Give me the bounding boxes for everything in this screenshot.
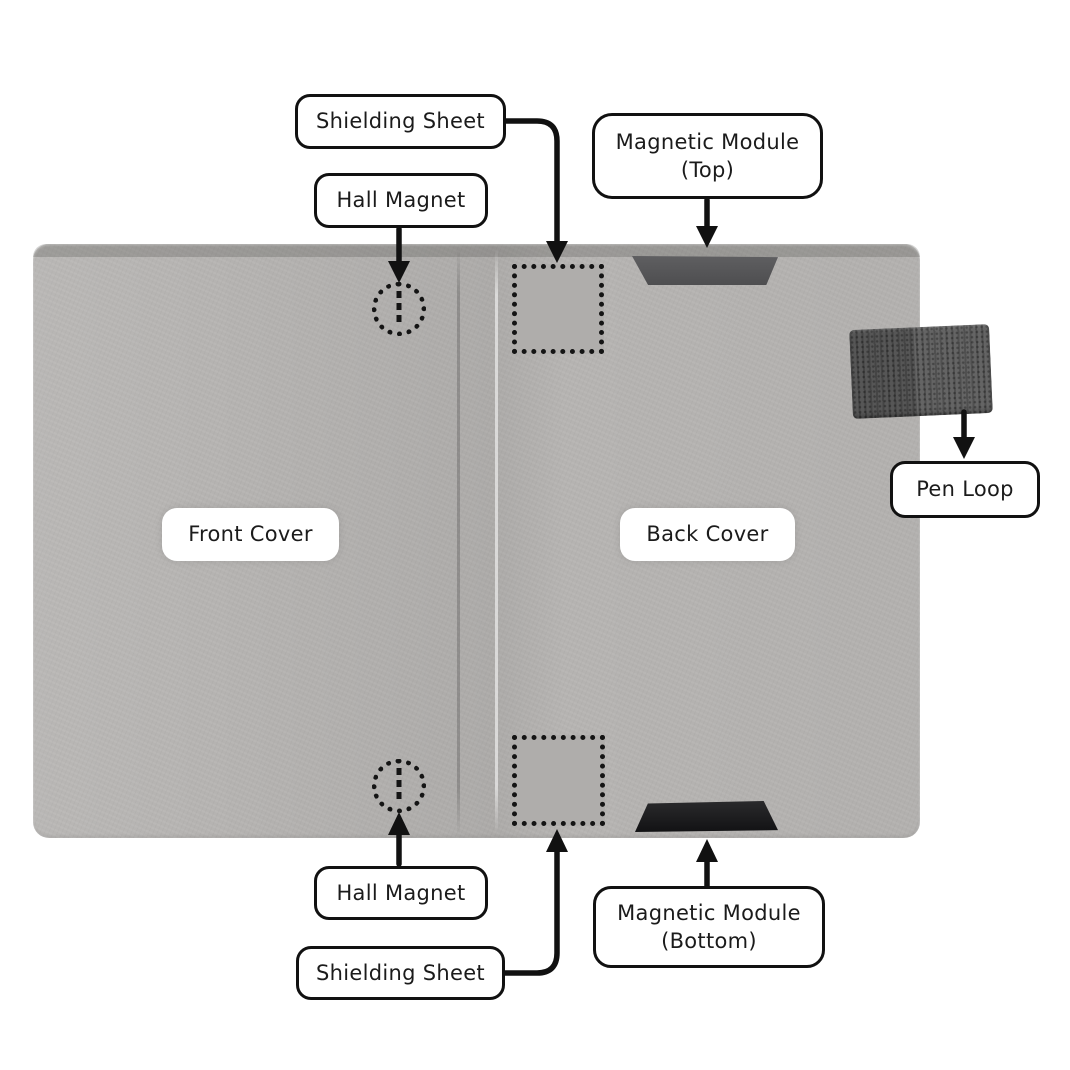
shielding-sheet-bottom-connector <box>502 829 568 976</box>
shielding-sheet-marker-top <box>512 264 604 354</box>
hall-magnet-top-label: Hall Magnet <box>314 173 488 228</box>
magnetic-module-bottom-label-line2: (Bottom) <box>661 929 757 953</box>
spine-crease-shadow <box>457 246 460 836</box>
shielding-sheet-top-label: Shielding Sheet <box>295 94 506 149</box>
pen-loop-connector <box>953 409 975 459</box>
hall-magnet-bottom-label: Hall Magnet <box>314 866 488 920</box>
spine-crease-highlight <box>495 248 498 834</box>
hall-magnet-dashed-axis <box>396 768 402 804</box>
magnetic-module-bottom-shape <box>635 801 778 832</box>
back-cover-label: Back Cover <box>620 508 795 561</box>
magnetic-module-top-label-line1: Magnetic Module <box>615 129 800 154</box>
pen-loop-label: Pen Loop <box>890 461 1040 518</box>
shielding-sheet-top-connector <box>502 118 568 263</box>
hall-magnet-marker-bottom <box>372 759 426 813</box>
magnetic-module-bottom-connector <box>696 839 718 889</box>
hall-magnet-marker-top <box>372 282 426 336</box>
magnetic-module-bottom-label: Magnetic Module (Bottom) <box>593 886 825 968</box>
hall-magnet-top-connector <box>388 226 410 283</box>
magnetic-module-top-shape <box>632 256 778 285</box>
magnetic-module-bottom-label-line1: Magnetic Module <box>617 900 801 925</box>
case-top-edge <box>33 244 920 257</box>
magnetic-module-top-connector <box>696 197 718 248</box>
shielding-sheet-marker-bottom <box>512 735 605 826</box>
shielding-sheet-bottom-label: Shielding Sheet <box>296 946 505 1000</box>
hall-magnet-dashed-axis <box>396 291 402 327</box>
front-cover-label: Front Cover <box>162 508 339 561</box>
magnetic-module-top-label-line2: (Top) <box>680 158 735 182</box>
hall-magnet-bottom-connector <box>388 812 410 867</box>
magnetic-module-top-label: Magnetic Module (Top) <box>592 113 823 199</box>
